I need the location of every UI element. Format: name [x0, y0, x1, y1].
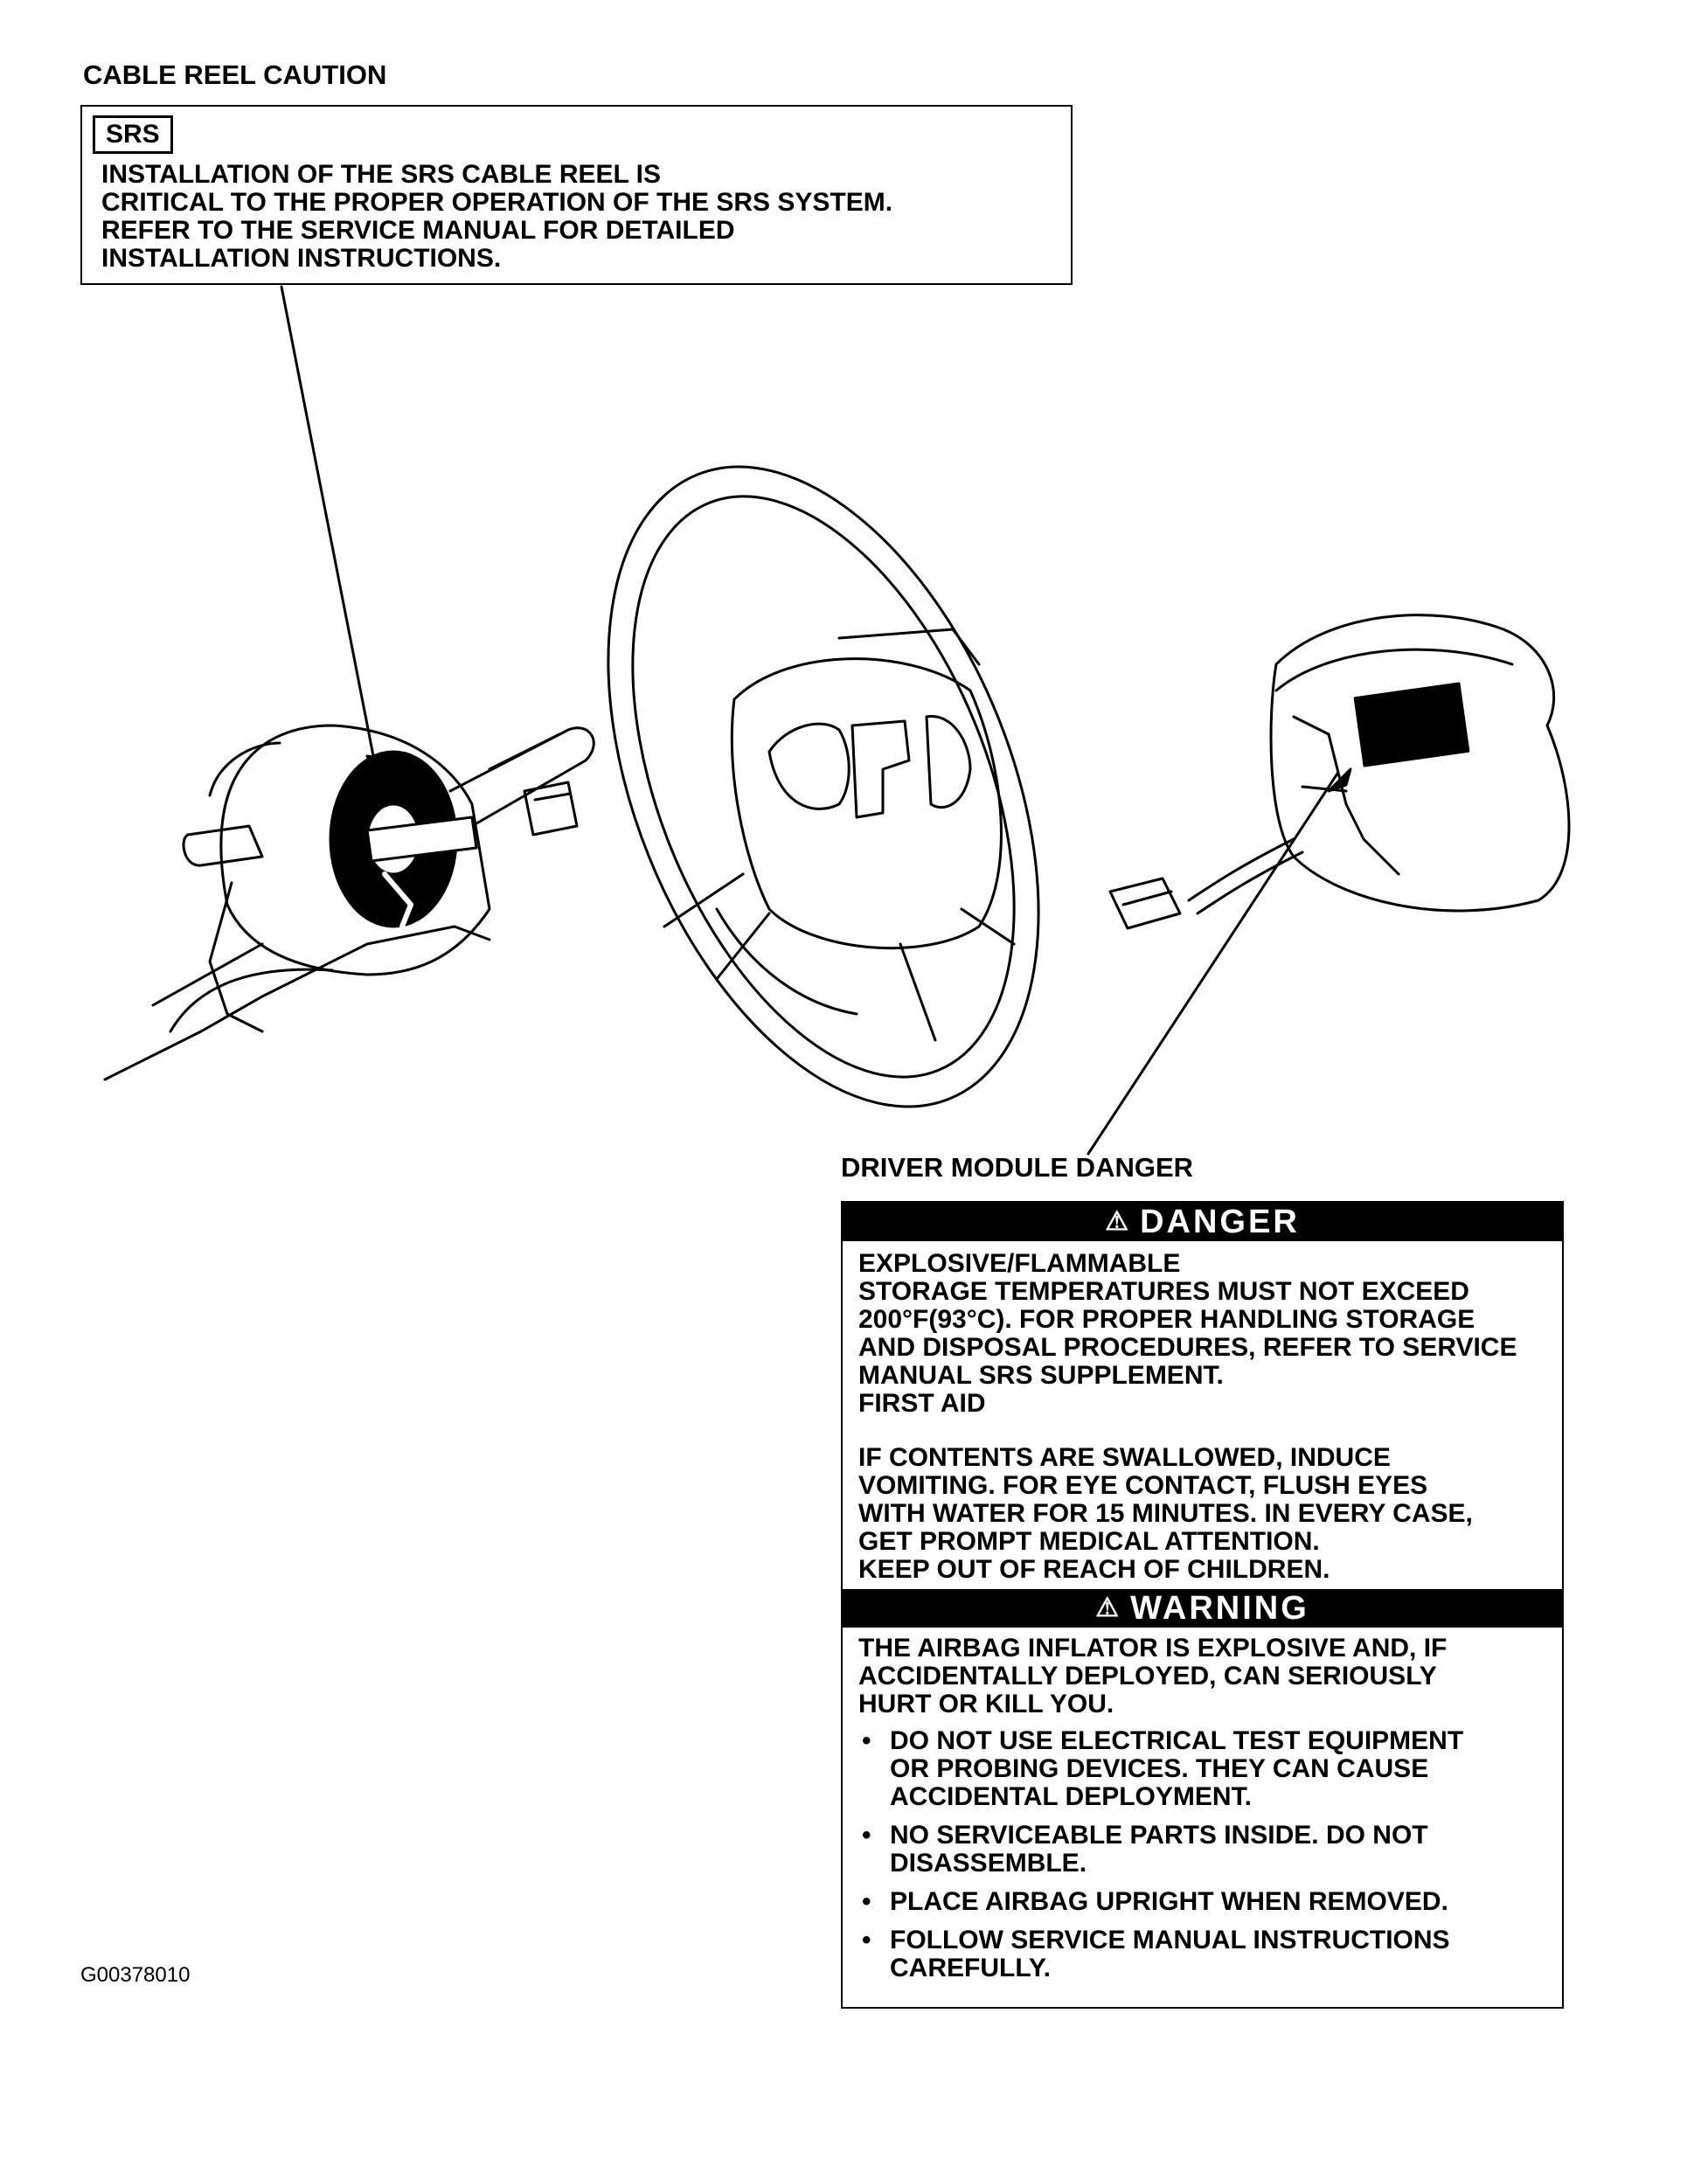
danger-line: AND DISPOSAL PROCEDURES, REFER TO SERVIC…	[858, 1333, 1517, 1362]
danger-text: EXPLOSIVE/FLAMMABLE STORAGE TEMPERATURES…	[843, 1250, 1562, 1418]
warning-line: THE AIRBAG INFLATOR IS EXPLOSIVE AND, IF	[858, 1634, 1448, 1663]
airbag-label-plate	[1353, 682, 1470, 767]
warning-text: THE AIRBAG INFLATOR IS EXPLOSIVE AND, IF…	[843, 1635, 1562, 1718]
srs-badge: SRS	[93, 115, 173, 154]
warning-triangle-icon: ⚠	[1105, 1207, 1132, 1236]
cable-reel-caution-heading: CABLE REEL CAUTION	[83, 59, 387, 90]
first-aid-line: WITH WATER FOR 15 MINUTES. IN EVERY CASE…	[858, 1499, 1473, 1528]
warning-band: ⚠ WARNING	[843, 1589, 1562, 1628]
warning-bullet: • PLACE AIRBAG UPRIGHT WHEN REMOVED.	[862, 1887, 1448, 1916]
danger-line: STORAGE TEMPERATURES MUST NOT EXCEED	[858, 1277, 1469, 1306]
caution-leader-line	[280, 285, 379, 780]
danger-leader-line	[1087, 772, 1339, 1156]
driver-module-danger-label: DRIVER MODULE DANGER	[841, 1152, 1194, 1183]
danger-warning-panel: ⚠ DANGER EXPLOSIVE/FLAMMABLE STORAGE TEMP…	[841, 1201, 1564, 2009]
first-aid-line: VOMITING. FOR EYE CONTACT, FLUSH EYES	[858, 1471, 1428, 1500]
driver-airbag-module	[1108, 614, 1571, 930]
warning-bullet: • DO NOT USE ELECTRICAL TEST EQUIPMENT O…	[862, 1726, 1464, 1811]
first-aid-line: KEEP OUT OF REACH OF CHILDREN.	[858, 1555, 1330, 1584]
danger-line: FIRST AID	[858, 1389, 986, 1418]
first-aid-line: GET PROMPT MEDICAL ATTENTION.	[858, 1527, 1320, 1556]
warning-bullet-list: • DO NOT USE ELECTRICAL TEST EQUIPMENT O…	[843, 1727, 1562, 1982]
caution-line: INSTALLATION INSTRUCTIONS.	[101, 244, 502, 273]
warning-title: WARNING	[1130, 1590, 1309, 1627]
figure-id: G00378010	[80, 1963, 191, 1987]
danger-line: MANUAL SRS SUPPLEMENT.	[858, 1361, 1224, 1390]
caution-text: INSTALLATION OF THE SRS CABLE REEL IS CR…	[101, 161, 1063, 273]
caution-line: CRITICAL TO THE PROPER OPERATION OF THE …	[101, 188, 893, 217]
danger-line: 200°F(93°C). FOR PROPER HANDLING STORAGE	[858, 1305, 1475, 1334]
combination-switch	[103, 724, 595, 1081]
danger-line: EXPLOSIVE/FLAMMABLE	[858, 1249, 1181, 1278]
warning-bullet: • FOLLOW SERVICE MANUAL INSTRUCTIONS CAR…	[862, 1926, 1450, 1982]
cable-reel	[329, 750, 478, 929]
caution-line: REFER TO THE SERVICE MANUAL FOR DETAILED	[101, 216, 735, 245]
cable-reel-caution-box: SRS INSTALLATION OF THE SRS CABLE REEL I…	[80, 105, 1073, 285]
warning-line: ACCIDENTALLY DEPLOYED, CAN SERIOUSLY	[858, 1662, 1437, 1690]
danger-title: DANGER	[1140, 1204, 1300, 1240]
steering-wheel	[607, 465, 1040, 1108]
warning-line: HURT OR KILL YOU.	[858, 1690, 1114, 1718]
caution-line: INSTALLATION OF THE SRS CABLE REEL IS	[101, 160, 662, 189]
danger-leader-arrowhead	[1327, 767, 1352, 793]
warning-triangle-icon: ⚠	[1095, 1593, 1122, 1622]
danger-band: ⚠ DANGER	[843, 1203, 1562, 1241]
first-aid-text: IF CONTENTS ARE SWALLOWED, INDUCE VOMITI…	[843, 1444, 1562, 1584]
first-aid-line: IF CONTENTS ARE SWALLOWED, INDUCE	[858, 1443, 1391, 1472]
warning-bullet: • NO SERVICEABLE PARTS INSIDE. DO NOT DI…	[862, 1821, 1428, 1878]
